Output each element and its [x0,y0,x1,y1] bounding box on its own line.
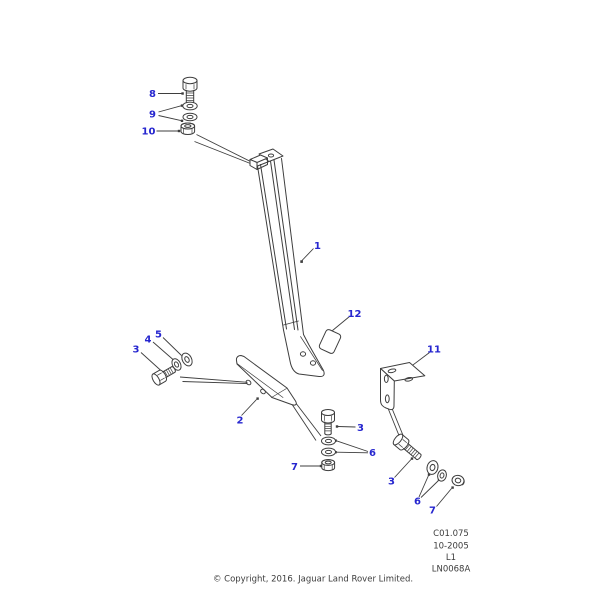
callout-10[interactable]: 10 [142,127,156,138]
washers-6-right-drawing [426,460,447,482]
callout-9[interactable]: 9 [149,110,156,121]
bolt-8-drawing [182,76,198,106]
pad-12-drawing [318,329,342,354]
washers-9-drawing [182,101,198,122]
callout-labels: 8 9 10 1 12 5 4 3 2 3 6 7 11 3 6 7 [133,89,441,517]
callout-6-center[interactable]: 6 [369,448,376,459]
reference-sheet: L1 [446,553,456,563]
callout-3-center[interactable]: 3 [357,423,364,434]
nut-10-drawing [180,122,196,135]
copyright-notice: © Copyright, 2016. Jaguar Land Rover Lim… [213,575,413,585]
bolt-3-center-drawing [321,409,335,436]
reference-code: C01.075 [433,529,469,539]
leader-end-dots [161,92,454,489]
callout-8[interactable]: 8 [149,89,156,100]
callout-1[interactable]: 1 [314,241,321,252]
callout-5[interactable]: 5 [155,330,162,341]
bolt-3-right-drawing [392,433,422,461]
callout-2[interactable]: 2 [237,416,244,427]
bracket-2-drawing [235,355,297,406]
bracket-11-drawing [380,362,426,411]
leader-lines [140,92,454,507]
bolt-3-left-drawing [151,366,176,386]
nut-7-center-drawing [321,459,336,472]
callout-4[interactable]: 4 [145,335,152,346]
callout-7-right[interactable]: 7 [429,506,436,517]
callout-3-right[interactable]: 3 [388,477,395,488]
callout-7-center[interactable]: 7 [291,462,298,473]
strut-1-drawing [249,148,325,378]
callout-3-left[interactable]: 3 [133,345,140,356]
washers-4-5-drawing [171,352,193,371]
reference-block: C01.075 10-2005 L1 LN0068A [432,529,471,575]
callout-6-right[interactable]: 6 [414,497,421,508]
callout-12[interactable]: 12 [348,309,362,320]
washers-6-center-drawing [321,436,336,457]
nut-7-right-drawing [451,474,465,487]
reference-drawing: LN0068A [432,565,471,575]
reference-date: 10-2005 [433,542,469,552]
callout-11[interactable]: 11 [427,345,441,356]
